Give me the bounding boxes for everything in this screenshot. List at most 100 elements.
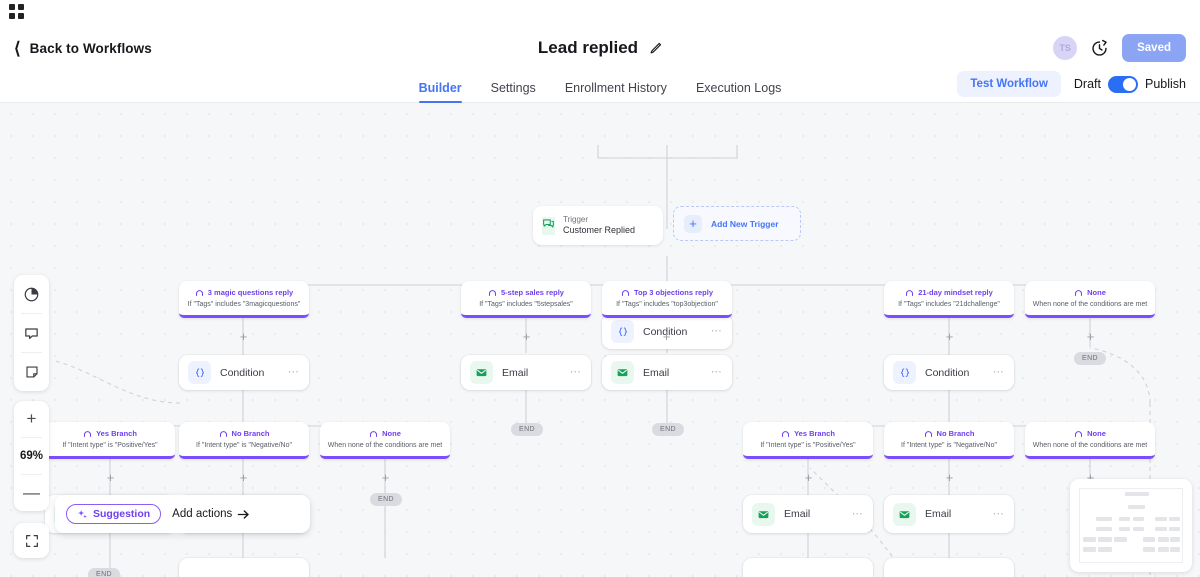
branch-card-yes-left[interactable]: Yes Branch If "Intent type" is "Positive… <box>45 422 175 460</box>
back-label: Back to Workflows <box>29 40 152 56</box>
branch-card-5-step-sales[interactable]: 5-step sales reply If "Tags" includes "5… <box>461 281 591 319</box>
add-step-plus-icon[interactable]: + <box>945 470 954 485</box>
draft-publish-toggle[interactable]: Draft Publish <box>1074 75 1186 93</box>
comment-tool-button[interactable] <box>14 314 49 352</box>
node-menu-icon[interactable]: ⋯ <box>710 325 723 337</box>
back-to-workflows-button[interactable]: ⟨ Back to Workflows <box>14 40 152 57</box>
node-menu-icon[interactable]: ⋯ <box>287 366 300 378</box>
pencil-icon[interactable] <box>649 42 662 55</box>
curly-braces-icon <box>893 361 916 384</box>
node-menu-icon[interactable]: ⋯ <box>569 366 582 378</box>
trigger-kind-label: Trigger <box>563 214 589 224</box>
branch-fork-icon <box>924 431 932 437</box>
branch-subtitle: When none of the conditions are met <box>327 442 443 449</box>
add-actions-label: Add actions <box>172 508 233 520</box>
add-step-plus-icon[interactable]: + <box>239 329 248 344</box>
add-step-plus-icon[interactable]: + <box>239 470 248 485</box>
add-step-plus-icon[interactable]: + <box>945 329 954 344</box>
analytics-tool-button[interactable] <box>14 275 49 313</box>
branch-fork-icon <box>782 431 790 437</box>
publish-switch[interactable] <box>1108 75 1138 93</box>
zoom-level-label[interactable]: 69% <box>19 450 44 462</box>
add-step-plus-icon[interactable]: + <box>106 470 115 485</box>
branch-subtitle: If "Tags" includes "5stepsales" <box>479 301 573 308</box>
branch-card-top-3-objections[interactable]: Top 3 objections reply If "Tags" include… <box>602 281 732 319</box>
expand-icon <box>25 534 38 547</box>
branch-title: None <box>1087 429 1106 438</box>
suggestion-pill[interactable]: Suggestion <box>66 504 162 524</box>
branch-title: No Branch <box>231 429 270 438</box>
minimap[interactable] <box>1070 479 1192 572</box>
node-label: Email <box>502 366 529 379</box>
tab-settings[interactable]: Settings <box>490 81 536 95</box>
end-badge: END <box>511 423 543 436</box>
condition-node-left[interactable]: Condition ⋯ <box>179 355 309 390</box>
tab-builder[interactable]: Builder <box>418 81 462 103</box>
branch-subtitle: If "Intent type" is "Negative/No" <box>901 442 997 449</box>
branch-title: 5-step sales reply <box>501 288 564 297</box>
add-new-trigger-button[interactable]: + Add New Trigger <box>673 206 801 241</box>
tabs: Builder Settings Enrollment History Exec… <box>418 81 782 103</box>
plus-icon: + <box>684 214 702 233</box>
add-step-plus-icon[interactable]: + <box>804 470 813 485</box>
branch-subtitle: If "Intent type" is "Positive/Yes" <box>62 442 158 449</box>
curly-braces-icon <box>188 361 211 384</box>
branch-card-yes-right[interactable]: Yes Branch If "Intent type" is "Positive… <box>743 422 873 460</box>
email-node-2[interactable]: Email ⋯ <box>602 355 732 390</box>
node-menu-icon[interactable]: ⋯ <box>851 507 864 520</box>
email-node-5[interactable]: Email ⋯ <box>743 495 873 533</box>
add-step-plus-icon[interactable]: + <box>522 329 531 344</box>
tab-execution-logs[interactable]: Execution Logs <box>695 81 782 95</box>
tab-enrollment-history[interactable]: Enrollment History <box>564 81 667 95</box>
email-node-6[interactable]: Email ⋯ <box>884 495 1014 533</box>
envelope-icon <box>611 361 634 384</box>
branch-title: Yes Branch <box>96 429 137 438</box>
branch-card-none-right[interactable]: None When none of the conditions are met <box>1025 422 1155 460</box>
saved-button[interactable]: Saved <box>1122 34 1186 62</box>
branch-card-no-right[interactable]: No Branch If "Intent type" is "Negative/… <box>884 422 1014 460</box>
page-header: ⟨ Back to Workflows Lead replied TS Save… <box>0 26 1200 70</box>
add-step-plus-icon[interactable]: + <box>1086 470 1095 485</box>
canvas-left-toolbar <box>14 275 49 391</box>
avatar[interactable]: TS <box>1053 36 1078 60</box>
suggestion-tooltip[interactable]: Suggestion Add actions <box>55 495 310 533</box>
branch-card-21-day-mindset[interactable]: 21-day mindset reply If "Tags" includes … <box>884 281 1014 319</box>
trigger-node[interactable]: Trigger Customer Replied <box>533 206 663 245</box>
branch-title: None <box>382 429 401 438</box>
node-partial-3[interactable] <box>884 558 1014 577</box>
node-menu-icon[interactable]: ⋯ <box>710 366 723 378</box>
arrow-right-icon <box>238 509 250 519</box>
email-node-1[interactable]: Email ⋯ <box>461 355 591 390</box>
branch-card-none-row1[interactable]: None When none of the conditions are met <box>1025 281 1155 319</box>
condition-node-right[interactable]: Condition ⋯ <box>884 355 1014 390</box>
branch-card-none-left[interactable]: None When none of the conditions are met <box>320 422 450 460</box>
minimap-viewport <box>1079 488 1183 563</box>
fit-to-screen-button[interactable] <box>14 523 49 558</box>
test-workflow-button[interactable]: Test Workflow <box>957 71 1061 97</box>
branch-subtitle: If "Tags" includes "21dchallenge" <box>898 301 1000 308</box>
workflow-canvas[interactable]: Trigger Customer Replied + Add New Trigg… <box>0 103 1200 577</box>
branch-title-row: No Branch <box>889 429 1009 438</box>
add-step-plus-icon[interactable]: + <box>381 470 390 485</box>
apps-grid-icon[interactable] <box>9 4 26 21</box>
branch-fork-icon <box>621 290 629 296</box>
add-actions-button[interactable]: Add actions <box>172 508 250 520</box>
add-step-plus-icon[interactable]: + <box>1086 329 1095 344</box>
branch-card-no-left[interactable]: No Branch If "Intent type" is "Negative/… <box>179 422 309 460</box>
add-step-plus-icon[interactable]: + <box>662 329 671 344</box>
branch-card-3-magic-questions[interactable]: 3 magic questions reply If "Tags" includ… <box>179 281 309 319</box>
node-partial-1[interactable] <box>179 558 309 577</box>
node-menu-icon[interactable]: ⋯ <box>992 366 1005 378</box>
node-label: Condition <box>643 325 688 338</box>
clock-history-icon[interactable] <box>1090 39 1109 58</box>
condition-node-root[interactable]: Condition ⋯ <box>602 314 732 349</box>
note-tool-button[interactable] <box>14 353 49 391</box>
zoom-in-button[interactable]: + <box>26 409 37 428</box>
envelope-icon <box>470 361 493 384</box>
node-menu-icon[interactable]: ⋯ <box>992 507 1005 520</box>
publish-label: Publish <box>1145 77 1186 91</box>
node-partial-2[interactable] <box>743 558 873 577</box>
node-label: Email <box>784 508 811 520</box>
zoom-out-button[interactable]: — <box>23 483 40 502</box>
